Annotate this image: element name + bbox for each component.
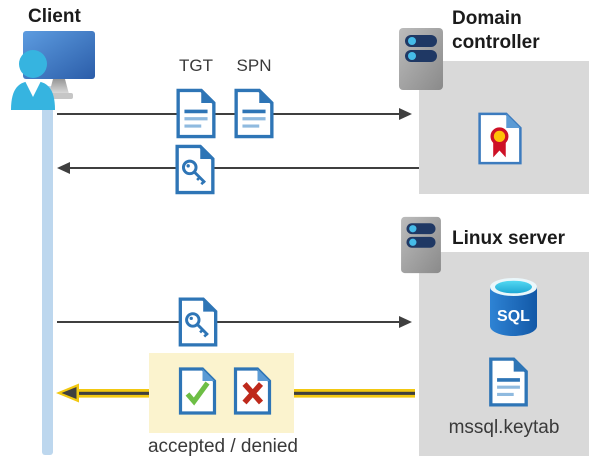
arrow-send-ticket-line [57,321,403,323]
domain-controller-server-icon [399,28,443,90]
tgt-label: TGT [179,56,213,75]
linux-server-title: Linux server [452,228,565,249]
user-icon [11,50,55,110]
denied-document-icon [233,367,272,415]
arrow-response-ticket-line [68,167,419,169]
certificate-icon [478,112,522,165]
keytab-label: mssql.keytab [448,417,560,438]
accepted-document-icon [178,367,217,415]
spn-document-icon [234,88,274,139]
arrow-request-tickets-head [399,108,412,120]
client-workstation-icon [11,31,95,110]
arrow-request-tickets-line [57,113,403,115]
keytab-document-icon [489,357,528,407]
sql-badge-text: SQL [497,308,530,325]
client-lifeline [42,86,53,455]
arrow-response-ticket-head [57,162,70,174]
spn-label: SPN [236,56,272,75]
key-document-icon-from-dc [175,144,215,195]
tgt-document-icon [176,88,216,139]
sql-database-icon: SQL [490,278,537,336]
check-icon [185,381,210,406]
arrow-send-ticket-head [399,316,412,328]
client-title: Client [28,6,81,27]
key-icon [185,312,209,338]
domain-controller-title: Domain controller [452,8,540,53]
x-icon [242,382,264,405]
linux-server-icon [401,216,441,274]
key-icon [181,159,207,186]
result-label: accepted / denied [147,436,298,457]
key-document-icon-to-linux [178,297,218,347]
